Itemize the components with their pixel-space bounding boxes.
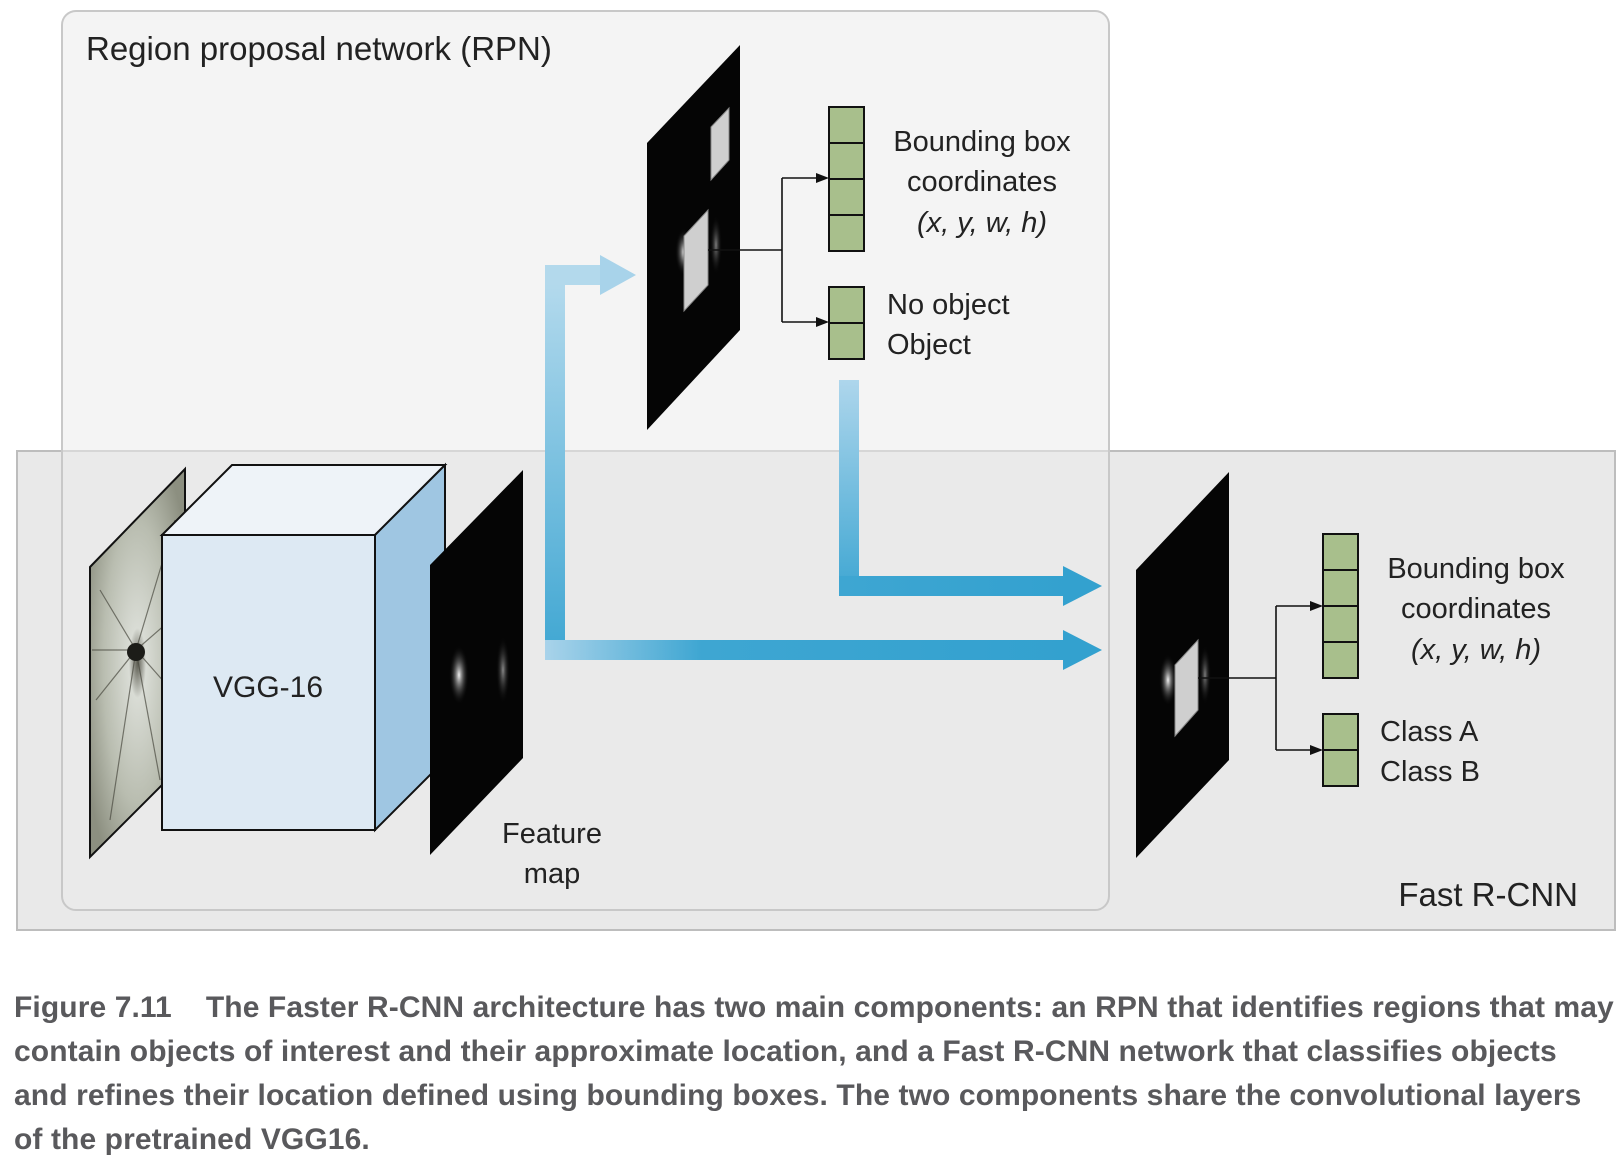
rpn-objectness-cells — [828, 286, 865, 360]
vgg16-label: VGG-16 — [213, 671, 323, 704]
rpn-bbox-label-line2: coordinates — [907, 166, 1057, 198]
rpn-bbox-label-line1: Bounding box — [893, 126, 1071, 158]
rpn-title: Region proposal network (RPN) — [86, 30, 552, 67]
rpn-bbox-cells — [828, 106, 865, 252]
fast-rcnn-class-cells — [1322, 713, 1359, 787]
rpn-objectness-label-line1: No object — [887, 289, 1010, 321]
vgg16-block — [159, 462, 448, 833]
feature-map — [430, 470, 523, 855]
fast-rcnn-bbox-label-line3: (x, y, w, h) — [1411, 634, 1541, 666]
fast-rcnn-bbox-label-line2: coordinates — [1401, 593, 1551, 625]
fast-rcnn-class-label-line1: Class A — [1380, 716, 1479, 748]
arrow-to-fast-rcnn — [545, 630, 1102, 670]
fast-rcnn-feature-map — [1136, 472, 1229, 858]
fast-rcnn-class-label-line2: Class B — [1380, 756, 1480, 788]
fast-rcnn-arrowhead-classes — [1310, 745, 1323, 755]
rpn-arrowhead-objectness — [816, 317, 829, 327]
feature-map-label-line1: Feature — [502, 818, 602, 850]
fast-rcnn-bbox-cells — [1322, 533, 1359, 679]
rpn-output-connectors — [708, 177, 818, 323]
arrow-to-rpn — [545, 255, 636, 660]
rpn-bbox-label-line3: (x, y, w, h) — [917, 207, 1047, 239]
feature-map-label-line2: map — [524, 858, 580, 890]
rpn-objectness-label-line2: Object — [887, 329, 971, 361]
arrow-proposals-to-fast-rcnn — [839, 380, 1102, 606]
rpn-feature-map — [647, 45, 740, 430]
rpn-arrowhead-bbox — [816, 173, 829, 183]
faster-rcnn-diagram: Region proposal network (RPN) Fast R-CNN… — [16, 10, 1616, 931]
fast-rcnn-title: Fast R-CNN — [1398, 876, 1578, 913]
figure-number: Figure 7.11 — [14, 991, 172, 1024]
fast-rcnn-arrowhead-bbox — [1310, 601, 1323, 611]
fast-rcnn-output-connectors — [1198, 605, 1312, 751]
fast-rcnn-bbox-label-line1: Bounding box — [1387, 553, 1565, 585]
caption-text: The Faster R-CNN architecture has two ma… — [14, 991, 1614, 1156]
